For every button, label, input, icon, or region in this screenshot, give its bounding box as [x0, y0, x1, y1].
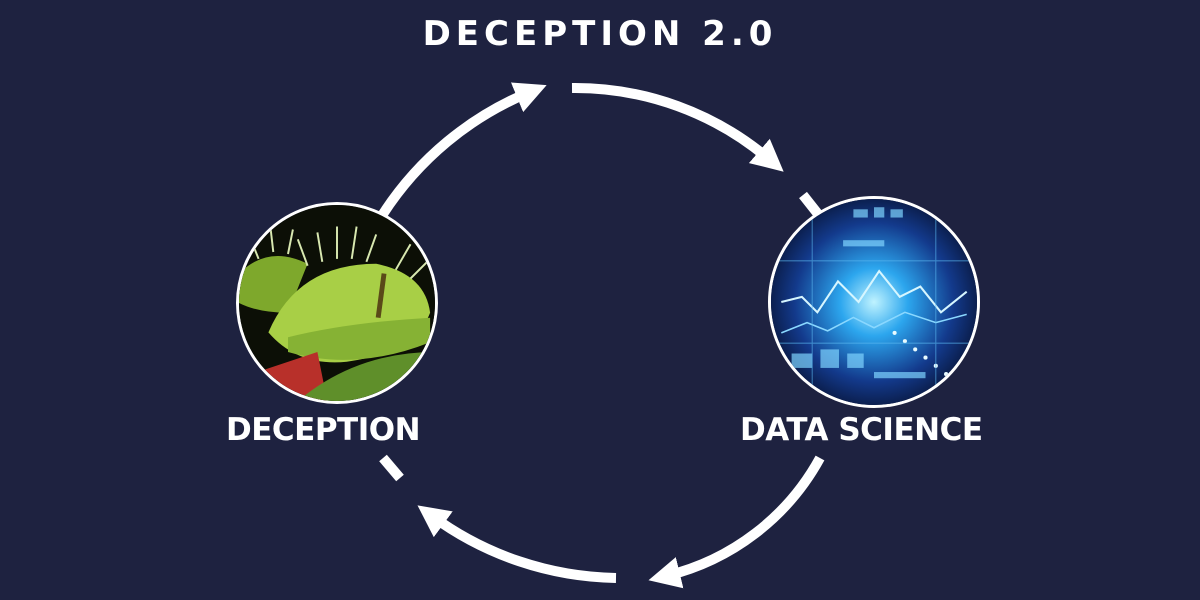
arrow-data-science-to-bottom: [666, 458, 820, 576]
connector-dash-right: [803, 195, 818, 214]
data-visualization-icon: [771, 199, 977, 405]
arrow-top-to-data-science: [572, 88, 770, 160]
connector-dash-left: [383, 458, 400, 478]
arrow-deception-to-top: [383, 92, 530, 214]
deception-image: [236, 202, 438, 404]
deception-label: DECEPTION: [226, 412, 420, 448]
arrow-bottom-to-deception: [432, 516, 616, 578]
data-science-image: [768, 196, 980, 408]
data-science-label: DATA SCIENCE: [740, 412, 983, 448]
venus-flytrap-icon: [239, 205, 435, 401]
